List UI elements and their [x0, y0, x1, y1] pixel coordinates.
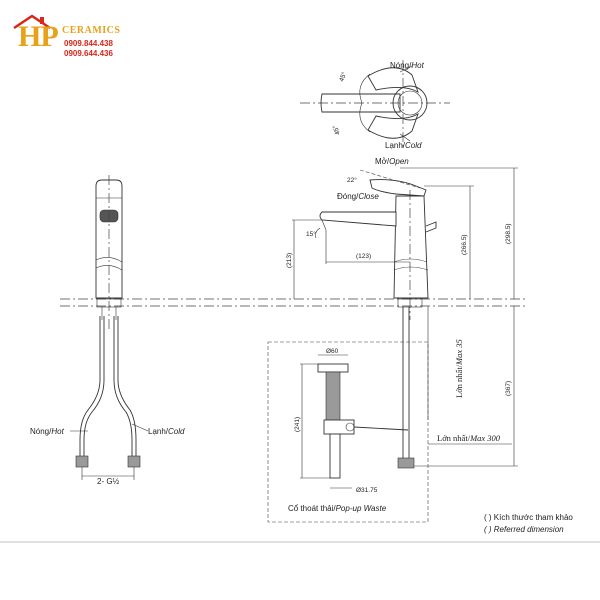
side-body-joint-2: [393, 266, 429, 271]
side-spout-outlet: [321, 219, 327, 231]
front-body-joint: [95, 257, 123, 263]
top-angle-arc-hot: [359, 73, 371, 104]
front-cold-fitting: [127, 455, 141, 468]
top-cold-leader: [399, 133, 411, 142]
legend: ( ) Kích thước tham khảo ( ) Referred di…: [484, 513, 573, 534]
house-roof-icon: [13, 14, 51, 30]
front-cold-leader: [131, 423, 149, 432]
front-hot-label: Nóng/Hot: [30, 427, 65, 436]
logo-brand-name: CERAMICS: [62, 25, 121, 36]
legend-line-2: ( ) Referred dimension: [484, 525, 564, 534]
popup-tee: [323, 419, 355, 435]
side-spout: [319, 211, 397, 227]
popup-bottom-diameter: Ø31.75: [356, 487, 378, 494]
top-body-circle: [392, 85, 428, 121]
popup-lever-rod: [353, 426, 409, 431]
side-fitting: [397, 457, 415, 469]
front-base: [96, 298, 122, 308]
front-cold-label: Lạnh/Cold: [148, 427, 185, 436]
side-spout-angle: 15°: [306, 230, 316, 238]
popup-top-diameter: Ø60: [326, 348, 339, 355]
deck-max-lever-label: Lớn nhất/Max 300: [437, 433, 501, 443]
side-open-label: Mở/Open: [375, 157, 409, 166]
dim-body-height: (266.5): [461, 234, 468, 255]
front-cold-hose-outer: [117, 316, 137, 458]
top-cold-handle: [367, 113, 419, 139]
top-hot-label: Nóng/Hot: [390, 61, 425, 70]
popup-body: [325, 371, 341, 423]
popup-tailpipe: [329, 433, 341, 479]
side-spout-angle-arc: [315, 227, 321, 239]
dim-below-deck: (367): [505, 381, 512, 396]
dim-spout-height: (213): [286, 253, 293, 268]
brand-logo: HP CERAMICS 0909.844.438 0909.644.436: [10, 14, 140, 58]
logo-phone-1: 0909.844.438: [64, 39, 113, 48]
front-hot-hose-inner: [83, 316, 105, 458]
popup-caption: Cổ thoát thải/Pop-up Waste: [288, 504, 387, 513]
logo-mark: HP: [18, 20, 59, 53]
popup-waste: Ø60 (241) Ø31.75 Cổ thoát thải/Pop-up Wa…: [267, 341, 429, 523]
front-cold-hose-inner: [113, 316, 133, 458]
top-angle-hot: 45°: [337, 70, 348, 82]
top-body-inner-circle: [397, 90, 423, 116]
top-hot-leader: [399, 65, 413, 73]
side-handle-open-ghost: [359, 169, 421, 189]
top-hot-handle: [367, 67, 419, 93]
deck-max-thickness-label: Lớn nhất/Max 35: [454, 339, 464, 398]
side-view: Mở/Open 22° Đóng/Close 15° (213): [286, 157, 518, 469]
dim-total-height: (298.5): [505, 223, 512, 244]
front-view: Nóng/Hot Lạnh/Cold 2- G½: [30, 175, 185, 486]
side-handle-angle: 22°: [347, 176, 357, 184]
top-angle-arc-cold: [359, 102, 371, 133]
front-thread-label: 2- G½: [97, 477, 120, 486]
front-hot-hose-outer: [79, 316, 101, 458]
side-base: [397, 298, 423, 308]
legend-line-1: ( ) Kích thước tham khảo: [484, 513, 573, 522]
popup-dashed-frame: [267, 341, 429, 523]
side-popup-knob: [425, 221, 437, 233]
popup-flange: [317, 363, 349, 373]
top-neutral-handle: [320, 93, 401, 113]
side-close-label: Đóng/Close: [337, 192, 379, 201]
side-body: [393, 195, 429, 299]
popup-height: (241): [294, 417, 301, 432]
top-view: 45° 45° Nóng/Hot Lạnh/Cold: [300, 60, 450, 150]
logo-phone-2: 0909.644.436: [64, 49, 113, 58]
top-angle-cold: 45°: [331, 124, 342, 136]
dim-spout-reach: (123): [356, 253, 371, 260]
front-hot-fitting: [75, 455, 89, 468]
top-cold-label: Lạnh/Cold: [385, 141, 422, 150]
